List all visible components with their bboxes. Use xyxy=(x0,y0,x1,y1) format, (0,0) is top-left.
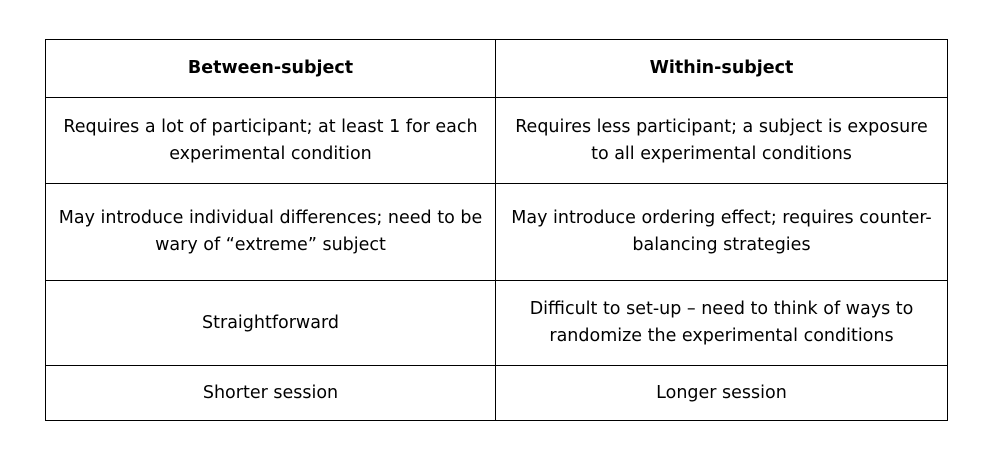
header-between-subject: Between-subject xyxy=(45,39,496,98)
table-row: Requires a lot of participant; at least … xyxy=(45,97,948,184)
table-cell: Requires a lot of participant; at least … xyxy=(45,97,496,184)
table-row: Shorter session Longer session xyxy=(45,365,948,421)
table-header-row: Between-subject Within-subject xyxy=(45,39,948,98)
comparison-table: Between-subject Within-subject Requires … xyxy=(45,39,948,421)
table-cell: Straightforward xyxy=(45,280,496,366)
table-cell: May introduce ordering effect; requires … xyxy=(495,183,948,281)
table-cell: May introduce individual differences; ne… xyxy=(45,183,496,281)
table-cell: Difficult to set-up – need to think of w… xyxy=(495,280,948,366)
table-row: Straightforward Difficult to set-up – ne… xyxy=(45,280,948,366)
table-row: May introduce individual differences; ne… xyxy=(45,183,948,281)
table-cell: Shorter session xyxy=(45,365,496,421)
table-cell: Requires less participant; a subject is … xyxy=(495,97,948,184)
header-within-subject: Within-subject xyxy=(495,39,948,98)
table-cell: Longer session xyxy=(495,365,948,421)
